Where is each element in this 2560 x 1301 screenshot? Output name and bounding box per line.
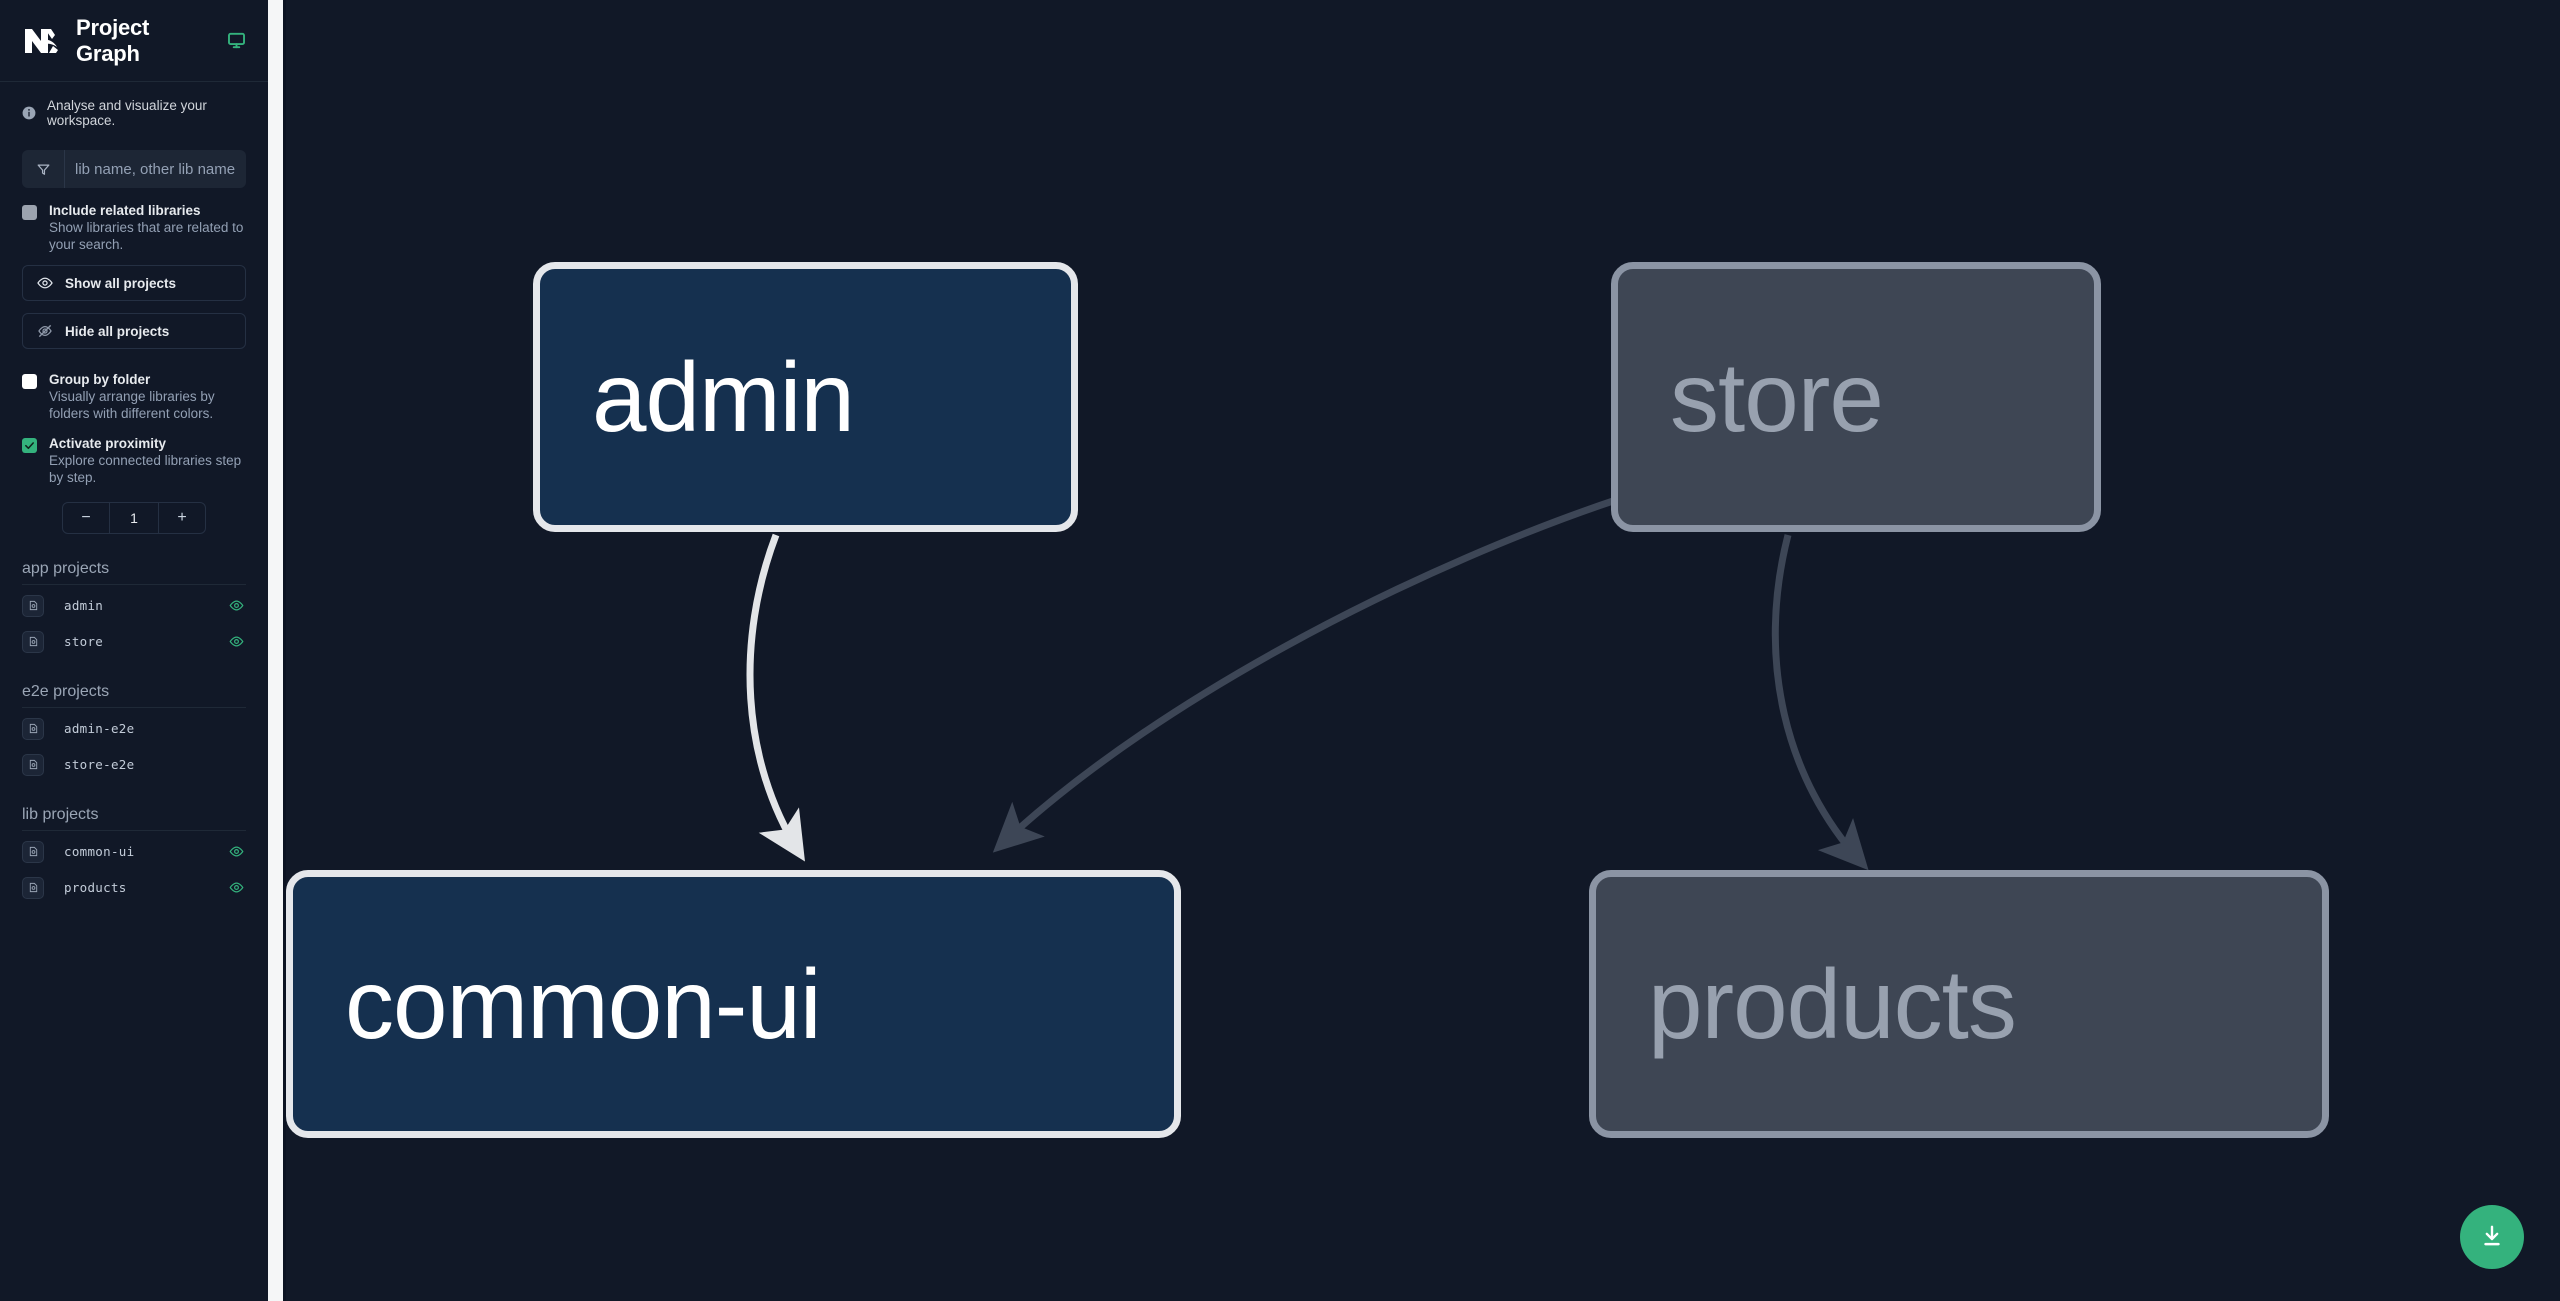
project-name: admin-e2e <box>64 721 135 736</box>
option-label: Activate proximity <box>49 436 167 451</box>
graph-node-common-ui[interactable]: common-ui <box>286 870 1181 1138</box>
sidebar-scrollbar[interactable] <box>268 0 283 1301</box>
option-description: Explore connected libraries step by step… <box>49 453 242 485</box>
proximity-decrement-button[interactable]: − <box>63 503 109 533</box>
option-include-related-libraries[interactable]: Include related libraries Show libraries… <box>22 202 246 253</box>
project-row-admin[interactable]: admin <box>22 590 246 621</box>
info-icon <box>22 106 36 120</box>
project-name: common-ui <box>64 844 135 859</box>
search-input[interactable] <box>65 150 246 188</box>
project-row-common-ui[interactable]: common-ui <box>22 836 246 867</box>
project-visibility-eye-icon[interactable] <box>229 634 244 649</box>
nx-logo-icon <box>22 21 62 61</box>
page-title: Project Graph <box>76 14 150 66</box>
sidebar: Project Graph Analyse and visualize your… <box>0 0 268 1301</box>
project-name: products <box>64 880 127 895</box>
project-visibility-eye-icon[interactable] <box>229 598 244 613</box>
checkbox-activate-proximity[interactable] <box>22 438 37 453</box>
eye-off-icon <box>37 323 53 339</box>
project-graph-canvas[interactable]: admin store common-ui products <box>286 0 2560 1301</box>
sidebar-tagline: Analyse and visualize your workspace. <box>0 82 268 134</box>
tagline-text: Analyse and visualize your workspace. <box>47 98 207 128</box>
project-name: store <box>64 634 104 649</box>
search-row[interactable] <box>22 150 246 188</box>
sidebar-divider <box>283 0 286 1301</box>
filter-funnel-icon <box>22 150 65 188</box>
project-row-admin-e2e[interactable]: admin-e2e <box>22 713 246 744</box>
sidebar-body: Include related libraries Show libraries… <box>0 150 268 903</box>
option-group-by-folder[interactable]: Group by folder Visually arrange librari… <box>22 371 246 422</box>
proximity-stepper: − 1 + <box>22 502 246 534</box>
checkbox-include-related-libraries[interactable] <box>22 205 37 220</box>
download-icon <box>2479 1223 2505 1252</box>
project-icon <box>22 630 44 653</box>
proximity-increment-button[interactable]: + <box>159 503 205 533</box>
project-row-products[interactable]: products <box>22 872 246 903</box>
project-row-store[interactable]: store <box>22 626 246 657</box>
option-description: Show libraries that are related to your … <box>49 220 244 252</box>
section-title-app-projects: app projects <box>22 560 246 585</box>
project-name: store-e2e <box>64 757 135 772</box>
hide-all-projects-button[interactable]: Hide all projects <box>22 313 246 349</box>
graph-node-label: store <box>1670 341 1884 452</box>
project-name: admin <box>64 598 104 613</box>
edge-store-to-products <box>1771 534 1869 871</box>
show-all-projects-button[interactable]: Show all projects <box>22 265 246 301</box>
section-title-e2e-projects: e2e projects <box>22 683 246 708</box>
monitor-icon[interactable] <box>227 31 246 50</box>
project-visibility-eye-icon[interactable] <box>229 844 244 859</box>
edge-admin-to-common-ui <box>746 533 805 862</box>
option-description: Visually arrange libraries by folders wi… <box>49 389 215 421</box>
project-icon <box>22 594 44 617</box>
project-row-store-e2e[interactable]: store-e2e <box>22 749 246 780</box>
graph-node-store[interactable]: store <box>1611 262 2101 532</box>
graph-node-admin[interactable]: admin <box>533 262 1078 532</box>
show-all-projects-label: Show all projects <box>65 275 177 291</box>
option-label: Group by folder <box>49 372 151 387</box>
project-icon <box>22 753 44 776</box>
hide-all-projects-label: Hide all projects <box>65 323 170 339</box>
graph-node-products[interactable]: products <box>1589 870 2329 1138</box>
option-activate-proximity[interactable]: Activate proximity Explore connected lib… <box>22 435 246 486</box>
section-title-lib-projects: lib projects <box>22 806 246 831</box>
eye-icon <box>37 275 53 291</box>
graph-node-label: admin <box>592 341 855 452</box>
project-visibility-eye-icon[interactable] <box>229 880 244 895</box>
download-button[interactable] <box>2460 1205 2524 1269</box>
option-label: Include related libraries <box>49 203 201 218</box>
graph-node-label: common-ui <box>345 948 822 1059</box>
project-icon <box>22 876 44 899</box>
edge-store-to-common-ui <box>992 496 1618 853</box>
sidebar-header: Project Graph <box>0 0 268 82</box>
project-icon <box>22 840 44 863</box>
checkbox-group-by-folder[interactable] <box>22 374 37 389</box>
graph-node-label: products <box>1648 948 2017 1059</box>
project-icon <box>22 717 44 740</box>
graph-edges <box>746 496 1869 871</box>
proximity-value: 1 <box>109 503 159 533</box>
